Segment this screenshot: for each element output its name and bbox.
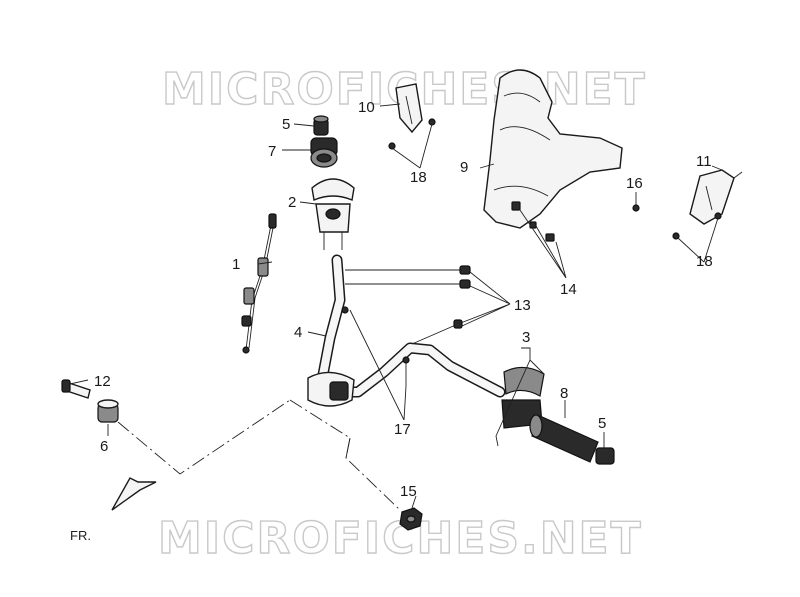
- throttle-cable: [241, 213, 277, 354]
- grip-rubber-top: [310, 137, 338, 168]
- bolts-13: [341, 265, 471, 345]
- callout-11: 11: [696, 153, 712, 170]
- nut-15: [399, 507, 423, 531]
- grip-right: [529, 414, 599, 463]
- callouts: 1 2 3 4 5 5 6 7 8 9 10 11 12 13 14 15 16…: [94, 99, 713, 500]
- leader-lines: [69, 103, 723, 509]
- callout-5-right: 5: [598, 415, 606, 432]
- collar-6: [97, 399, 119, 423]
- front-label: FR.: [70, 528, 91, 543]
- callout-5-top: 5: [282, 116, 290, 133]
- throttle-housing: [495, 366, 545, 447]
- screw-16: [632, 204, 640, 212]
- callout-16: 16: [626, 175, 643, 192]
- bolt-12: [61, 379, 91, 399]
- callout-3: 3: [522, 329, 530, 346]
- front-arrow-icon: [111, 477, 157, 511]
- callout-14: 14: [560, 281, 577, 298]
- bar-end-cap-right: [595, 447, 615, 465]
- bracket-10: [388, 83, 436, 150]
- handlebar-cover: [483, 69, 623, 242]
- callout-18-left: 18: [410, 169, 427, 186]
- bar-end-cap-top: [313, 115, 329, 136]
- watermark-bottom: MICROFICHES.NET: [158, 513, 643, 564]
- handle-holder: [311, 178, 355, 250]
- callout-13: 13: [514, 297, 531, 314]
- bolt-17: [402, 356, 410, 386]
- callout-10: 10: [358, 99, 375, 116]
- callout-2: 2: [288, 194, 296, 211]
- callout-8: 8: [560, 385, 568, 402]
- callout-18-right: 18: [696, 253, 713, 270]
- callout-6: 6: [100, 438, 108, 455]
- callout-7: 7: [268, 143, 276, 160]
- callout-12: 12: [94, 373, 111, 390]
- callout-9: 9: [460, 159, 468, 176]
- callout-17: 17: [394, 421, 411, 438]
- callout-1: 1: [232, 256, 240, 273]
- callout-15: 15: [400, 483, 417, 500]
- handlebar: [307, 254, 506, 407]
- bracket-11: [672, 169, 743, 240]
- callout-4: 4: [294, 324, 302, 341]
